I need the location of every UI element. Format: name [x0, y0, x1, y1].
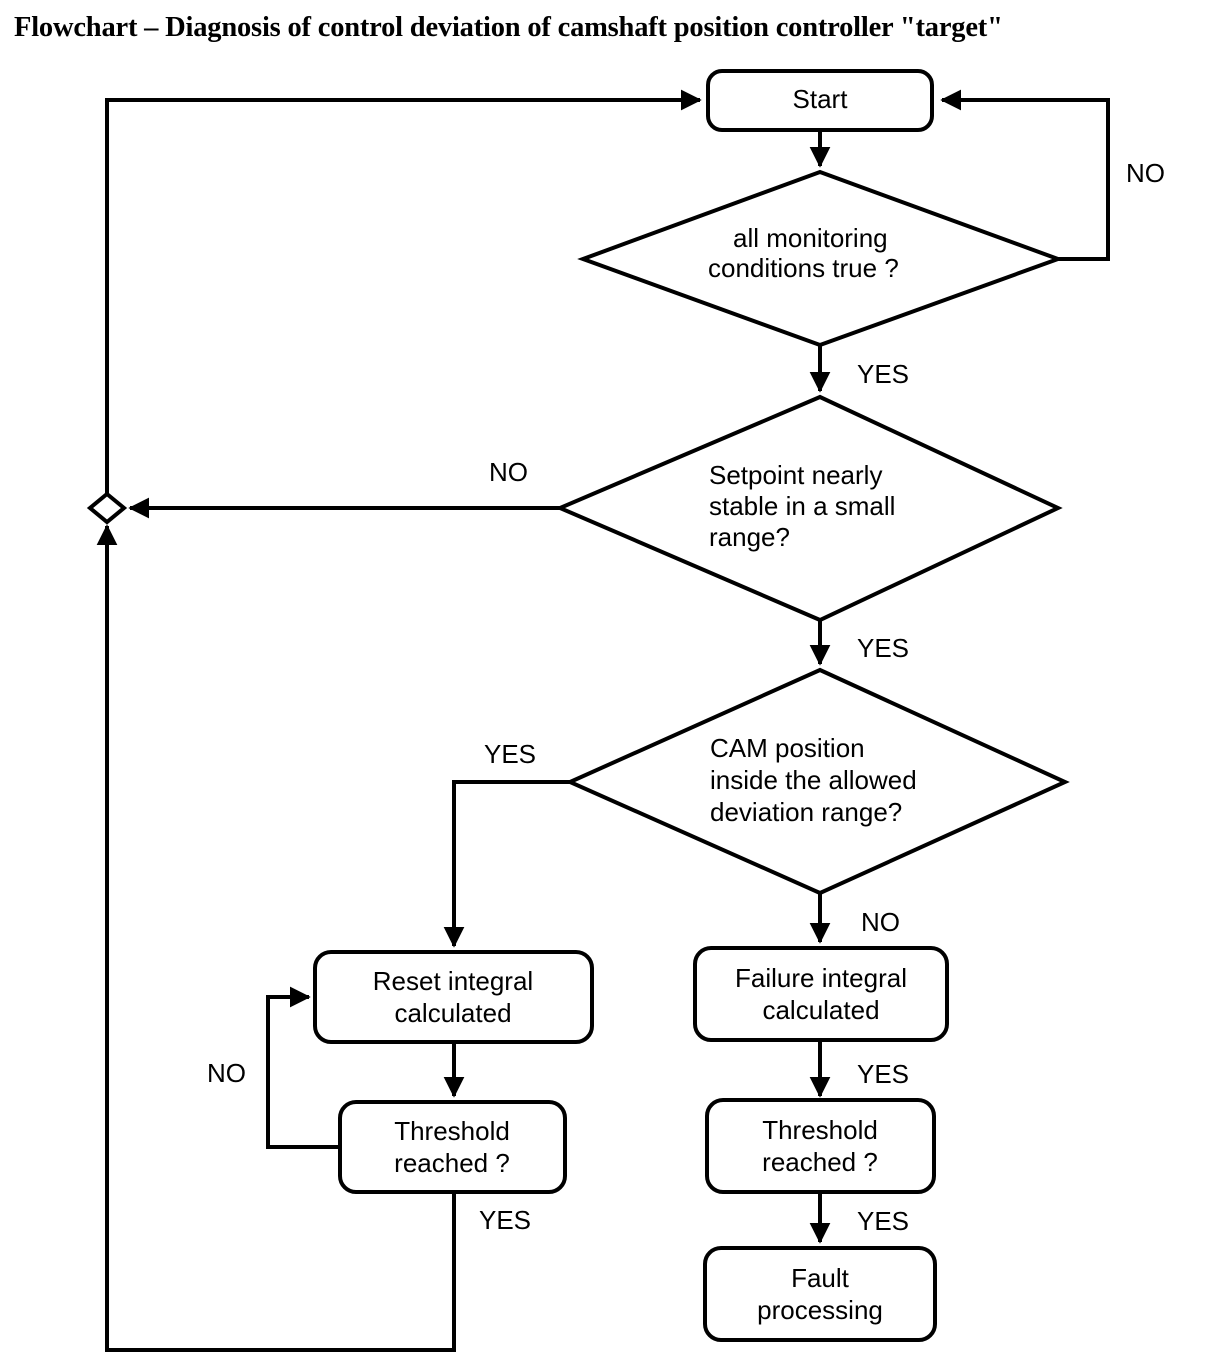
edge-cam-yes-to-reset-integral: [443, 780, 570, 948]
node-setpoint-decision[interactable]: Setpoint nearly stable in a small range?: [554, 394, 1063, 623]
node-reset-integral-label-line2: calculated: [394, 998, 511, 1028]
node-monitoring-shape: [577, 169, 1064, 348]
node-cam-label-line1: CAM position: [710, 733, 865, 763]
edge-label-threshold-right-yes: YES: [857, 1206, 909, 1236]
node-reset-integral-label-line1: Reset integral: [373, 966, 533, 996]
edge-label-failure-yes: YES: [857, 1059, 909, 1089]
node-threshold-left-label-line2: reached ?: [394, 1148, 510, 1178]
node-monitoring-decision[interactable]: all monitoring conditions true ?: [577, 169, 1064, 348]
node-threshold-right-label-line2: reached ?: [762, 1147, 878, 1177]
edge-label-cam-yes: YES: [484, 739, 536, 769]
page-title: Flowchart – Diagnosis of control deviati…: [14, 12, 1003, 43]
edge-label-monitoring-yes: YES: [857, 359, 909, 389]
node-monitoring-label-line1: all monitoring: [733, 223, 888, 253]
edge-label-setpoint-yes: YES: [857, 633, 909, 663]
node-cam-decision[interactable]: CAM position inside the allowed deviatio…: [565, 667, 1070, 896]
node-failure-integral-label-line2: calculated: [762, 995, 879, 1025]
edge-junction-to-start: [105, 89, 702, 498]
node-cam-label-line2: inside the allowed: [710, 765, 917, 795]
node-failure-integral[interactable]: Failure integral calculated: [693, 946, 949, 1042]
edge-label-monitoring-no: NO: [1126, 158, 1165, 188]
node-threshold-left-shape: [338, 1100, 567, 1194]
node-threshold-right-shape: [705, 1098, 936, 1194]
node-setpoint-label-line3: range?: [709, 522, 790, 552]
edge-threshold-left-no-to-reset-integral: [266, 986, 340, 1149]
edge-monitoring-no-to-start: [940, 89, 1110, 261]
node-threshold-right-label-line1: Threshold: [762, 1115, 878, 1145]
node-threshold-left[interactable]: Threshold reached ?: [338, 1100, 567, 1194]
node-threshold-left-label-line1: Threshold: [394, 1116, 510, 1146]
edge-label-threshold-left-yes: YES: [479, 1205, 531, 1235]
node-setpoint-label-line2: stable in a small: [709, 491, 895, 521]
junction-diamond-icon: [86, 491, 128, 525]
node-fault-processing-label-line1: Fault: [791, 1263, 850, 1293]
node-monitoring-label-line2: conditions true ?: [708, 253, 899, 283]
node-setpoint-shape: [554, 394, 1063, 623]
node-reset-integral[interactable]: Reset integral calculated: [313, 950, 594, 1044]
node-failure-integral-label-line1: Failure integral: [735, 963, 907, 993]
node-reset-integral-shape: [313, 950, 594, 1044]
edge-label-threshold-left-no: NO: [207, 1058, 246, 1088]
node-failure-integral-shape: [693, 946, 949, 1042]
node-fault-processing-label-line2: processing: [757, 1295, 883, 1325]
node-start-shape: [706, 69, 934, 132]
node-threshold-right[interactable]: Threshold reached ?: [705, 1098, 936, 1194]
node-start-label: Start: [793, 84, 849, 114]
node-fault-processing-shape: [703, 1246, 937, 1342]
edge-threshold-left-yes-to-junction: [96, 524, 456, 1352]
node-cam-shape: [565, 667, 1070, 896]
edge-label-setpoint-no: NO: [489, 457, 528, 487]
node-setpoint-label-line1: Setpoint nearly: [709, 460, 882, 490]
edge-label-cam-no: NO: [861, 907, 900, 937]
node-start[interactable]: Start: [706, 69, 934, 132]
node-fault-processing[interactable]: Fault processing: [703, 1246, 937, 1342]
node-cam-label-line3: deviation range?: [710, 797, 902, 827]
